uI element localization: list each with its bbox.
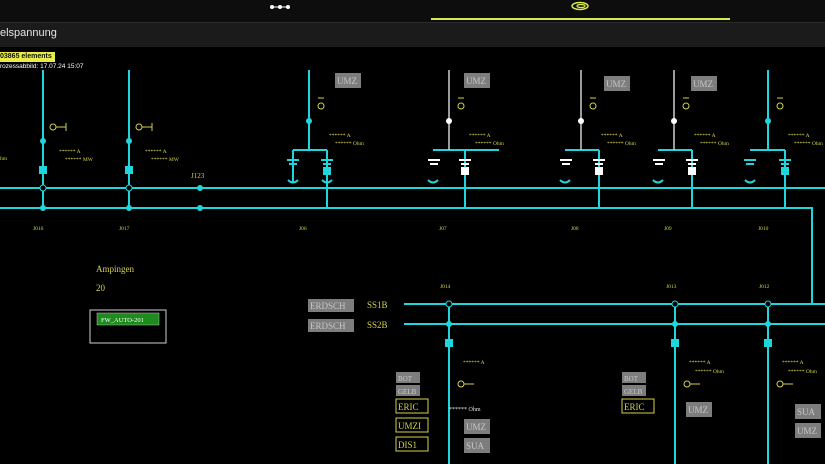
umz-tag[interactable]: UMZ [604, 76, 630, 91]
measurement-value: ****** A [788, 133, 810, 139]
more-dots-icon[interactable] [270, 5, 290, 9]
feeder-id-j09: J09 [664, 226, 672, 232]
protection-box-umzi[interactable]: UMZI [395, 417, 429, 433]
svg-text:GELB: GELB [624, 388, 643, 396]
svg-text:GELB: GELB [398, 388, 417, 396]
svg-text:DIS1: DIS1 [398, 440, 417, 450]
svg-text:BOT: BOT [398, 375, 413, 383]
svg-text:ERDSCH: ERDSCH [310, 301, 346, 311]
side-tag-sua[interactable]: SUA [795, 404, 821, 419]
svg-text:UMZ: UMZ [797, 426, 817, 436]
feeder-id-j06: J06 [299, 226, 307, 232]
umz-tag[interactable]: UMZ [335, 73, 361, 88]
snapshot-timestamp: rozessabbild: 17.07.24 15:07 [0, 63, 84, 70]
side-tag-umz[interactable]: UMZ [464, 419, 490, 434]
feeder-id-j08: J08 [571, 226, 579, 232]
measurement-value: ****** Ohm [335, 141, 365, 147]
title-bar: elspannung [0, 22, 825, 47]
station-label: Ampingen [96, 264, 134, 274]
svg-text:UMZ: UMZ [466, 422, 486, 432]
measurement-value: ****** Ohm [607, 141, 637, 147]
protection-box-eric[interactable]: ERIC [621, 398, 655, 414]
svg-text:SUA: SUA [797, 407, 816, 417]
measurement-value: ****** A [469, 133, 491, 139]
measurement-value: ****** Ohm [700, 141, 730, 147]
measurement-value: ****** A [463, 360, 485, 366]
protection-box-eric[interactable]: ERIC [395, 398, 429, 414]
feeder-id-j07: J07 [439, 226, 447, 232]
svg-text:UMZ: UMZ [688, 405, 708, 415]
busbar-top-2 [0, 207, 813, 305]
left-edge-unit: hm [0, 156, 8, 162]
measurement-value: ****** Ohm [449, 407, 481, 413]
svg-text:UMZ: UMZ [606, 79, 626, 89]
page-title: elspannung [0, 27, 57, 39]
svg-text:UMZ: UMZ [466, 76, 486, 86]
status-tag-gelb[interactable]: GELB [622, 385, 646, 396]
measurement-value: ****** A [145, 149, 167, 155]
measurement-value: ****** Ohm [788, 369, 818, 375]
svg-text:UMZ: UMZ [337, 76, 357, 86]
svg-text:SUA: SUA [466, 441, 485, 451]
erdsch-tag-2[interactable]: ERDSCH [308, 319, 354, 332]
busbar-ss1b-label: SS1B [367, 300, 388, 310]
status-tag-bot[interactable]: BOT [622, 372, 646, 383]
svg-text:BOT: BOT [624, 375, 639, 383]
measurement-value: ****** Ohm [695, 369, 725, 375]
svg-text:UMZ: UMZ [693, 79, 713, 89]
feeder-id-j014: J014 [440, 284, 451, 290]
paperclip-icon[interactable] [571, 1, 589, 11]
feeder-id-j012: J012 [759, 284, 770, 290]
element-count-badge: 03865 elements [0, 52, 55, 62]
feeder-id-j017: J017 [119, 226, 130, 232]
erdsch-tag-1[interactable]: ERDSCH [308, 299, 354, 312]
measurement-value: ****** A [689, 360, 711, 366]
side-tag-sua[interactable]: SUA [464, 438, 490, 453]
svg-text:UMZI: UMZI [398, 421, 421, 431]
busbar-ss2b-label: SS2B [367, 320, 388, 330]
fw-auto-button[interactable]: FW_AUTO-201 [96, 312, 160, 326]
top-toolbar [0, 0, 825, 22]
measurement-value: ****** A [782, 360, 804, 366]
umz-tag[interactable]: UMZ [464, 73, 490, 88]
measurement-value: ****** A [329, 133, 351, 139]
feeder-id-j016: J016 [33, 226, 44, 232]
side-tag-umz[interactable]: UMZ [795, 423, 821, 438]
active-tab-indicator [431, 18, 730, 20]
svg-text:ERIC: ERIC [398, 402, 419, 412]
measurement-value: ****** A [694, 133, 716, 139]
side-tag-umz[interactable]: UMZ [686, 402, 712, 417]
measurement-value: ****** MW [151, 157, 180, 163]
station-value: 20 [96, 283, 106, 293]
measurement-value: ****** Ohm [475, 141, 505, 147]
protection-box-dis1[interactable]: DIS1 [395, 436, 429, 452]
svg-text:FW_AUTO-201: FW_AUTO-201 [101, 317, 144, 324]
umz-tag[interactable]: UMZ [691, 76, 717, 91]
measurement-value: ****** A [601, 133, 623, 139]
svg-text:ERDSCH: ERDSCH [310, 321, 346, 331]
measurement-value: ****** Ohm [794, 141, 824, 147]
status-tag-bot[interactable]: BOT [396, 372, 420, 383]
measurement-value: ****** MW [65, 157, 94, 163]
feeder-id-j010: J010 [758, 226, 769, 232]
status-tag-gelb[interactable]: GELB [396, 385, 420, 396]
svg-text:ERIC: ERIC [624, 402, 645, 412]
measurement-value: ****** A [59, 149, 81, 155]
single-line-diagram: J016 ****** A ****** MW J017 ****** A ****** … [0, 70, 825, 464]
feeder-id-j013: J013 [666, 284, 677, 290]
coupler-label: J123 [191, 172, 205, 180]
